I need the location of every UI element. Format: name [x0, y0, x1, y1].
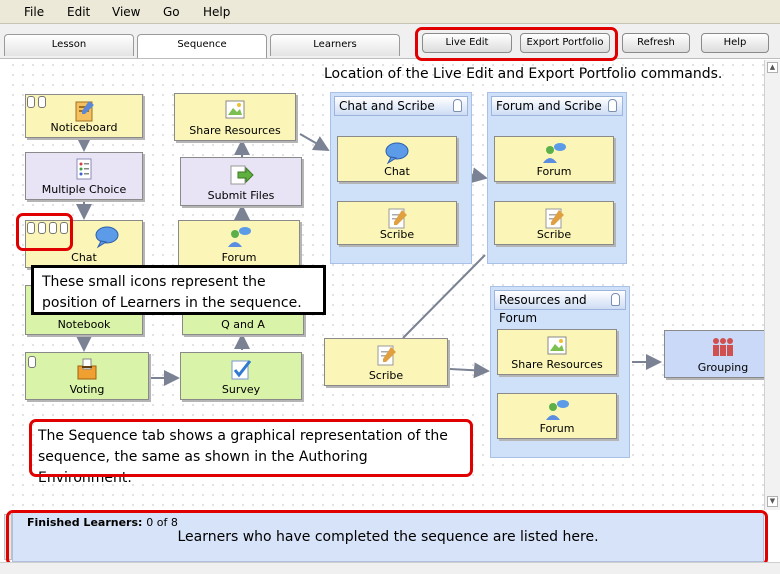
- picture-icon: [547, 336, 567, 355]
- activity-grouping[interactable]: Grouping: [664, 330, 764, 378]
- lock-icon: [608, 99, 617, 112]
- refresh-button[interactable]: Refresh: [622, 33, 690, 53]
- learner-marker: [49, 222, 57, 234]
- menu-file[interactable]: File: [24, 5, 45, 19]
- activity-share-resources[interactable]: Share Resources: [497, 329, 617, 375]
- forum-users-icon: [543, 143, 566, 163]
- activity-survey[interactable]: Survey: [180, 352, 302, 400]
- lock-icon: [453, 99, 462, 112]
- learner-icons-note: These small icons represent the position…: [31, 265, 326, 315]
- checklist-icon: [76, 158, 92, 180]
- sequence-tab-note: The Sequence tab shows a graphical repre…: [34, 424, 464, 486]
- finished-learners-label: Finished Learners: 0 of 8: [27, 516, 178, 529]
- activity-scribe[interactable]: Scribe: [494, 201, 614, 245]
- activity-label: Notebook: [57, 318, 111, 331]
- learner-marker: [27, 222, 35, 234]
- live-edit-button[interactable]: Live Edit: [422, 33, 512, 53]
- activity-label: Scribe: [536, 228, 572, 241]
- activity-label: Chat: [384, 165, 410, 178]
- activity-submit-files[interactable]: Submit Files: [180, 157, 302, 206]
- menu-help[interactable]: Help: [203, 5, 231, 19]
- finished-learners-description: Learners who have completed the sequence…: [177, 529, 599, 545]
- activity-scribe[interactable]: Scribe: [324, 338, 448, 386]
- forum-users-icon: [546, 400, 569, 420]
- finished-count: 0 of 8: [146, 516, 178, 529]
- activity-label: Multiple Choice: [41, 183, 127, 196]
- learner-marker: [60, 222, 68, 234]
- group-title-text: Resources and Forum: [499, 293, 587, 325]
- tab-learners[interactable]: Learners: [270, 34, 400, 56]
- activity-label: Voting: [69, 383, 105, 396]
- activity-label: Survey: [221, 383, 261, 396]
- menu-go[interactable]: Go: [163, 5, 180, 19]
- activity-label: Scribe: [368, 369, 404, 382]
- activity-forum[interactable]: Forum: [494, 136, 614, 182]
- highlight-sequence-note: [29, 419, 473, 477]
- highlight-finished-panel: [6, 510, 768, 566]
- scribe-document-icon: [545, 208, 564, 229]
- finished-learners-panel: Finished Learners: 0 of 8 Learners who h…: [12, 512, 764, 562]
- forum-users-icon: [228, 227, 251, 247]
- scribe-document-icon: [388, 208, 407, 229]
- survey-check-icon: [231, 360, 252, 380]
- group-title: Chat and Scribe: [334, 96, 468, 116]
- activity-label: Forum: [536, 165, 572, 178]
- grouping-people-icon: [713, 338, 733, 356]
- group-resources-and-forum[interactable]: Resources and Forum Share Resources Foru…: [490, 286, 630, 458]
- location-note: Location of the Live Edit and Export Por…: [324, 66, 723, 82]
- activity-scribe[interactable]: Scribe: [337, 201, 457, 245]
- tab-bar: Lesson Sequence Learners Live Edit Expor…: [0, 24, 780, 59]
- activity-forum[interactable]: Forum: [178, 220, 300, 268]
- activity-label: Scribe: [379, 228, 415, 241]
- ballot-box-icon: [77, 358, 97, 380]
- vertical-scrollbar[interactable]: ▲ ▼: [764, 60, 780, 510]
- highlight-commands: [415, 27, 618, 61]
- activity-forum[interactable]: Forum: [497, 393, 617, 439]
- help-button[interactable]: Help: [701, 33, 769, 53]
- activity-label: Share Resources: [511, 358, 603, 371]
- export-portfolio-button[interactable]: Export Portfolio: [520, 33, 610, 53]
- activity-label: Share Resources: [189, 124, 281, 137]
- scroll-up-arrow[interactable]: ▲: [767, 62, 778, 73]
- transition-arrows: [76, 133, 662, 386]
- finished-label-text: Finished Learners:: [27, 516, 143, 529]
- menu-view[interactable]: View: [112, 5, 141, 19]
- horizontal-scrollbar[interactable]: [0, 562, 780, 574]
- learner-marker: [38, 222, 46, 234]
- activity-label: Noticeboard: [50, 121, 118, 134]
- submit-arrow-icon: [230, 165, 254, 185]
- chat-bubble-icon: [95, 226, 119, 249]
- activity-label: Submit Files: [207, 189, 275, 202]
- highlight-learner-icons: [16, 213, 73, 251]
- lock-icon: [611, 293, 620, 306]
- activity-chat[interactable]: Chat: [337, 136, 457, 182]
- activity-label: Forum: [221, 251, 257, 264]
- activity-voting[interactable]: Voting: [25, 352, 149, 400]
- group-title: Resources and Forum: [494, 290, 626, 325]
- group-forum-and-scribe[interactable]: Forum and Scribe Forum Scribe: [487, 92, 627, 264]
- learner-marker: [38, 96, 46, 108]
- activity-label: Chat: [71, 251, 97, 264]
- sequence-canvas[interactable]: Noticeboard Multiple Choice Chat Noteboo…: [8, 60, 764, 510]
- activity-label: Forum: [539, 422, 575, 435]
- menu-edit[interactable]: Edit: [67, 5, 91, 19]
- picture-icon: [225, 100, 245, 119]
- learner-marker: [27, 96, 35, 108]
- tab-lesson[interactable]: Lesson: [4, 34, 134, 56]
- activity-label: Grouping: [697, 361, 749, 374]
- tab-sequence[interactable]: Sequence: [137, 34, 267, 58]
- scribe-document-icon: [377, 345, 396, 366]
- learner-marker: [28, 356, 36, 368]
- group-chat-and-scribe[interactable]: Chat and Scribe Chat Scribe: [330, 92, 472, 264]
- noticeboard-icon: [75, 101, 94, 122]
- scroll-down-arrow[interactable]: ▼: [767, 496, 778, 507]
- activity-share-resources[interactable]: Share Resources: [174, 93, 296, 141]
- menu-bar: File Edit View Go Help: [0, 0, 780, 24]
- activity-multiple-choice[interactable]: Multiple Choice: [25, 152, 143, 200]
- chat-bubble-icon: [385, 142, 409, 165]
- activity-label: Q and A: [221, 318, 265, 331]
- group-title-text: Chat and Scribe: [339, 99, 435, 113]
- group-title-text: Forum and Scribe: [496, 99, 602, 113]
- group-title: Forum and Scribe: [491, 96, 623, 116]
